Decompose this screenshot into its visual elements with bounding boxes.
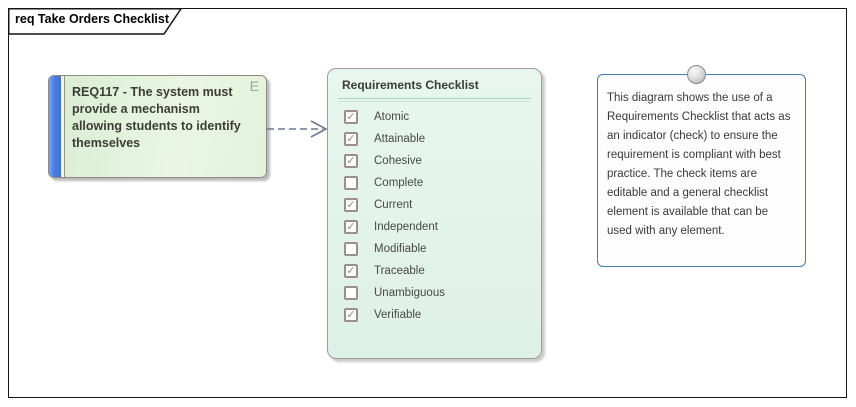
checkbox-unchecked-icon[interactable]: ✓ [344, 286, 358, 300]
checkbox-unchecked-icon[interactable]: ✓ [344, 242, 358, 256]
requirement-text: REQ117 - The system must provide a mecha… [72, 85, 241, 150]
requirement-element[interactable]: REQ117 - The system must provide a mecha… [48, 75, 267, 178]
requirement-accent-bar [49, 76, 61, 177]
checklist-item: ✓ Unambiguous [344, 282, 533, 304]
checkbox-checked-icon[interactable]: ✓ [344, 264, 358, 278]
checklist-item-label: Verifiable [374, 309, 422, 321]
dependency-arrow[interactable] [266, 118, 329, 140]
checklist-item-label: Independent [374, 221, 438, 233]
checklist-item: ✓ Complete [344, 172, 533, 194]
checklist-item-label: Complete [374, 177, 424, 189]
checklist-item-label: Unambiguous [374, 287, 445, 299]
checkbox-checked-icon[interactable]: ✓ [344, 198, 358, 212]
checklist-item-label: Traceable [374, 265, 425, 277]
requirement-bar-divider [64, 76, 65, 177]
frame-tab-label: req Take Orders Checklist [15, 12, 170, 26]
checklist-item-label: Cohesive [374, 155, 422, 167]
note-text: This diagram shows the use of a Requirem… [607, 92, 791, 237]
checklist-item: ✓ Independent [344, 216, 533, 238]
checklist-item: ✓ Atomic [344, 106, 533, 128]
checklist-item: ✓ Current [344, 194, 533, 216]
checkbox-checked-icon[interactable]: ✓ [344, 220, 358, 234]
checkbox-unchecked-icon[interactable]: ✓ [344, 176, 358, 190]
frame-tab [8, 8, 183, 35]
pin-circle-icon [687, 65, 706, 84]
checklist-item: ✓ Traceable [344, 260, 533, 282]
checklist-item-label: Modifiable [374, 243, 427, 255]
checklist-item: ✓ Verifiable [344, 304, 533, 326]
checklist-title-separator [338, 98, 531, 102]
element-letter-icon: E [249, 78, 259, 94]
checkbox-checked-icon[interactable]: ✓ [344, 110, 358, 124]
checklist-item: ✓ Attainable [344, 128, 533, 150]
checklist-item: ✓ Cohesive [344, 150, 533, 172]
checklist-title: Requirements Checklist [342, 78, 479, 92]
checklist-item-label: Attainable [374, 133, 426, 145]
note-element[interactable]: This diagram shows the use of a Requirem… [597, 65, 806, 267]
requirement-bar-gap [61, 76, 64, 177]
checklist-item: ✓ Modifiable [344, 238, 533, 260]
checklist-items: ✓ Atomic ✓ Attainable ✓ Cohesive ✓ Complete ✓ Cur… [344, 106, 533, 326]
checkbox-checked-icon[interactable]: ✓ [344, 308, 358, 322]
checkbox-checked-icon[interactable]: ✓ [344, 132, 358, 146]
checklist-element[interactable]: Requirements Checklist ✓ Atomic ✓ Attainabl… [327, 68, 542, 359]
diagram-frame [8, 8, 847, 398]
checklist-item-label: Current [374, 199, 413, 211]
checkbox-checked-icon[interactable]: ✓ [344, 154, 358, 168]
checklist-item-label: Atomic [374, 111, 410, 123]
